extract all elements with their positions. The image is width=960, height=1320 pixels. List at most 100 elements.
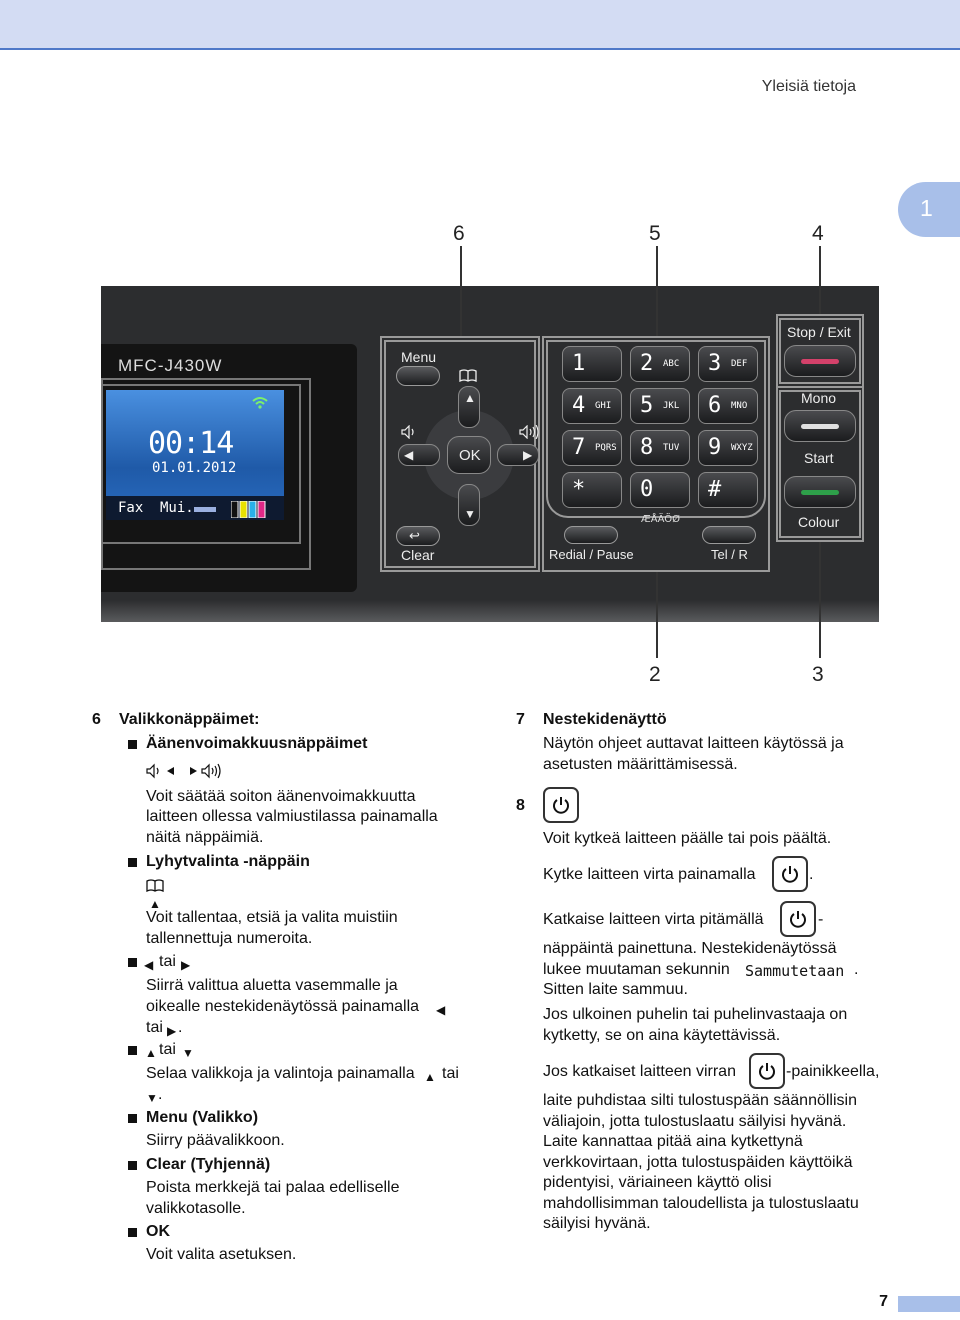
dial-key-letters: PQRS (595, 443, 617, 453)
bullet (128, 1228, 137, 1237)
power-button-icon (749, 1053, 785, 1089)
cleaning-text-2: laite puhdistaa silti tulostuspään säänn… (543, 1092, 857, 1109)
menu-keys-frame (380, 336, 540, 572)
dial-key-letters: JKL (663, 401, 680, 411)
lcd-date: 01.01.2012 (152, 460, 237, 476)
stop-exit-frame-inner (779, 318, 861, 384)
stop-exit-button[interactable] (784, 345, 856, 377)
menu-key-title: Menu (Valikko) (146, 1109, 259, 1126)
clear-key-title: Clear (Tyhjennä) (146, 1156, 271, 1173)
mono-stripe (801, 424, 839, 429)
speed-dial-text-1: Voit tallentaa, etsiä ja valita muistiin (146, 909, 398, 926)
stop-exit-label: Stop / Exit (787, 324, 851, 340)
item-number-8: 8 (516, 797, 525, 814)
redial-pause-button[interactable] (564, 526, 618, 544)
left-right-text-2: oikealle nestekidenäytössä painamalla (146, 998, 420, 1015)
lcd-text-1: Näytön ohjeet auttavat laitteen käytössä… (543, 735, 844, 752)
clear-key-text-1: Poista merkkejä tai palaa edelliselle (146, 1179, 400, 1196)
page-tab (898, 1296, 960, 1312)
lcd-fax-label: Fax (118, 500, 144, 516)
dial-key-7[interactable]: 7 PQRS (562, 430, 622, 466)
item-number-7: 7 (516, 711, 525, 728)
period: . (178, 1019, 183, 1036)
cleaning-text-3: väliajoin, jotta tulostuslaatu säilyisi … (543, 1113, 847, 1130)
down-arrow-icon: ▼ (182, 1046, 194, 1060)
address-book-icon (459, 369, 477, 387)
address-book-icon (146, 878, 164, 899)
dial-key-digit: 2 (640, 351, 654, 376)
volume-down-icon (401, 424, 419, 444)
dial-key-star[interactable]: * (562, 472, 622, 508)
ok-button[interactable] (447, 436, 491, 474)
mono-label: Mono (801, 390, 837, 406)
dial-key-1[interactable]: 1 (562, 346, 622, 382)
up-arrow-icon: ▲ (464, 391, 476, 405)
up-arrow-icon: ▲ (424, 1070, 436, 1084)
bullet (128, 1161, 137, 1170)
ok-key-text: Voit valita asetuksen. (146, 1246, 297, 1263)
redial-pause-label: Redial / Pause (549, 547, 634, 562)
volume-keys-icons (146, 762, 232, 789)
right-arrow-icon: ▶ (167, 1024, 177, 1038)
lcd-mui-label: Mui. (160, 500, 194, 516)
power-off-text-1: Katkaise laitteen virta pitämällä (543, 911, 764, 928)
left-arrow-button[interactable]: ◀ (398, 444, 440, 466)
bullet (128, 740, 137, 749)
dial-key-digit: # (708, 477, 722, 502)
bullet (128, 958, 137, 967)
dial-key-5[interactable]: 5 JKL (630, 388, 690, 424)
power-off-text-4: Sitten laite sammuu. (543, 981, 688, 998)
dial-key-hash[interactable]: # (698, 472, 758, 508)
header-band (0, 0, 960, 50)
volume-keys-title: Äänenvoimakkuusnäppäimet (146, 735, 368, 752)
page-header-title: Yleisiä tietoja (761, 78, 856, 95)
colour-start-button[interactable] (784, 476, 856, 508)
up-arrow-button[interactable]: ▲ (458, 386, 480, 428)
colour-label: Colour (798, 514, 840, 530)
lcd-time: 00:14 (148, 426, 234, 461)
power-button-icon (543, 787, 579, 823)
clear-button[interactable]: ↩ (396, 526, 440, 546)
down-arrow-button[interactable]: ▼ (458, 484, 480, 526)
dial-key-digit: 7 (572, 435, 586, 460)
menu-button[interactable] (396, 366, 440, 386)
dial-key-digit: * (572, 477, 586, 502)
lcd-highlight-frame-inner (101, 384, 301, 544)
right-arrow-button[interactable]: ▶ (497, 444, 539, 466)
cleaning-text-1b: -painikkeella, (786, 1063, 880, 1080)
dial-key-digit: 5 (640, 393, 654, 418)
external-phone-text-1: Jos ulkoinen puhelin tai puhelinvastaaja… (543, 1006, 848, 1023)
tel-r-button[interactable] (702, 526, 756, 544)
up-down-title: tai (159, 1041, 176, 1058)
start-keys-frame-inner (779, 390, 861, 538)
wifi-icon (252, 396, 268, 415)
clear-key-text-2: valikkotasolle. (146, 1200, 246, 1217)
period: . (809, 866, 814, 883)
dial-key-digit: 1 (572, 351, 586, 376)
callout-5: 5 (649, 222, 661, 245)
leader-line-2 (656, 570, 658, 658)
dial-key-digit: 8 (640, 435, 654, 460)
callout-4: 4 (812, 222, 824, 245)
callout-2: 2 (649, 663, 661, 686)
dial-key-digit: 4 (572, 393, 586, 418)
stop-stripe (801, 359, 839, 364)
dial-pad-inner-frame (546, 340, 766, 518)
callout-6: 6 (453, 222, 465, 245)
ink-level-icon (230, 500, 267, 523)
dial-key-letters: MNO (731, 401, 748, 411)
power-off-text-3a: lukee muutaman sekunnin (543, 961, 730, 978)
left-arrow-icon: ◀ (436, 1003, 446, 1017)
dial-key-digit: 0 (640, 477, 654, 502)
mono-start-button[interactable] (784, 410, 856, 442)
power-off-text-2: näppäintä painettuna. Nestekidenäytössä (543, 940, 837, 957)
cleaning-text-8: säilyisi hyvänä. (543, 1215, 651, 1232)
period: . (158, 1086, 163, 1103)
dial-key-0[interactable]: 0 (630, 472, 690, 508)
